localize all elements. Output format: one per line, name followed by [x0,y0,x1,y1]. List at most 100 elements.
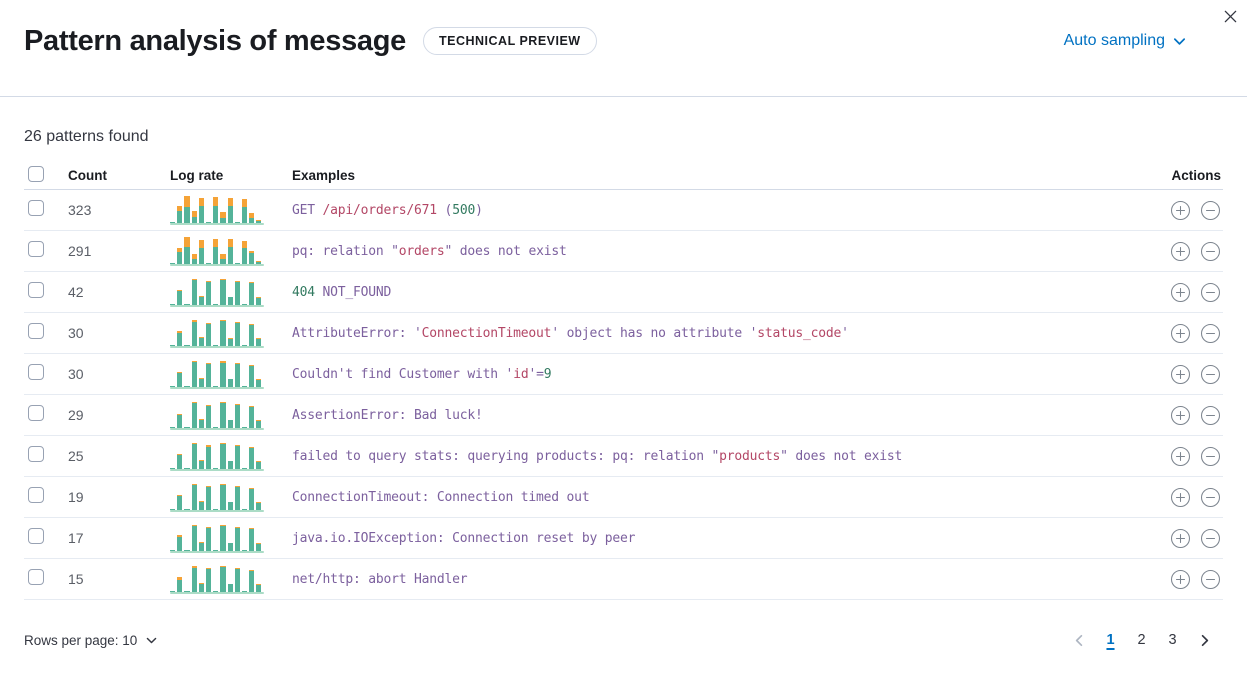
example-text: ConnectionTimeout: Connection timed out [292,489,590,505]
exclude-pattern-button[interactable] [1200,446,1221,467]
plus-in-circle-icon [1170,241,1191,262]
table-row: 291 pq: relation "orders" does not exist [24,231,1223,272]
row-checkbox[interactable] [28,282,44,298]
row-count: 30 [68,366,84,382]
table-row: 17 java.io.IOException: Connection reset… [24,518,1223,559]
row-count: 25 [68,448,84,464]
page-3-button[interactable]: 3 [1160,627,1185,653]
example-text: AttributeError: 'ConnectionTimeout' obje… [292,325,849,341]
example-text: java.io.IOException: Connection reset by… [292,530,636,546]
log-rate-sparkline [170,318,268,348]
exclude-pattern-button[interactable] [1200,282,1221,303]
table-row: 42 404 NOT_FOUND [24,272,1223,313]
log-rate-sparkline [170,277,268,307]
example-text: Couldn't find Customer with 'id'=9 [292,366,552,382]
exclude-pattern-button[interactable] [1200,405,1221,426]
close-icon [1223,9,1238,27]
row-checkbox[interactable] [28,241,44,257]
table-row: 323 GET /api/orders/671 (500) [24,190,1223,231]
minus-in-circle-icon [1200,200,1221,221]
select-all-checkbox[interactable] [28,166,44,182]
column-header-count: Count [68,167,107,183]
plus-in-circle-icon [1170,200,1191,221]
minus-in-circle-icon [1200,487,1221,508]
row-count: 17 [68,530,84,546]
minus-in-circle-icon [1200,569,1221,590]
plus-in-circle-icon [1170,528,1191,549]
patterns-found-summary: 26 patterns found [24,128,149,145]
page-1-button[interactable]: 1 [1098,627,1123,653]
exclude-pattern-button[interactable] [1200,569,1221,590]
row-checkbox[interactable] [28,446,44,462]
log-rate-sparkline [170,482,268,512]
include-pattern-button[interactable] [1170,528,1191,549]
include-pattern-button[interactable] [1170,487,1191,508]
include-pattern-button[interactable] [1170,446,1191,467]
include-pattern-button[interactable] [1170,364,1191,385]
include-pattern-button[interactable] [1170,405,1191,426]
table-header-row: Count Log rate Examples Actions [24,161,1223,190]
column-header-log-rate: Log rate [170,167,224,183]
rows-per-page-button[interactable]: Rows per page: 10 [24,633,158,648]
sampling-dropdown[interactable]: Auto sampling [1058,31,1193,51]
log-rate-sparkline [170,195,268,225]
minus-in-circle-icon [1200,446,1221,467]
row-checkbox[interactable] [28,528,44,544]
plus-in-circle-icon [1170,405,1191,426]
next-page-button[interactable] [1191,627,1217,653]
include-pattern-button[interactable] [1170,323,1191,344]
example-text: 404 NOT_FOUND [292,284,392,300]
table-footer: Rows per page: 10 1 2 3 [24,627,1223,653]
include-pattern-button[interactable] [1170,241,1191,262]
table-row: 25 failed to query stats: querying produ… [24,436,1223,477]
plus-in-circle-icon [1170,364,1191,385]
plus-in-circle-icon [1170,282,1191,303]
plus-in-circle-icon [1170,323,1191,344]
table-row: 30 AttributeError: 'ConnectionTimeout' o… [24,313,1223,354]
flyout-body: 26 patterns found Count Log rate Example… [0,128,1247,653]
table-row: 30 Couldn't find Customer with 'id'=9 [24,354,1223,395]
log-rate-sparkline [170,359,268,389]
previous-page-button[interactable] [1066,627,1092,653]
minus-in-circle-icon [1200,528,1221,549]
page-2-button[interactable]: 2 [1129,627,1154,653]
exclude-pattern-button[interactable] [1200,241,1221,262]
log-rate-sparkline [170,400,268,430]
close-button[interactable] [1217,5,1243,31]
chevron-right-icon [1197,633,1212,648]
page-title: Pattern analysis of message [24,24,406,57]
row-checkbox[interactable] [28,487,44,503]
include-pattern-button[interactable] [1170,569,1191,590]
example-text: net/http: abort Handler [292,571,468,587]
row-checkbox[interactable] [28,405,44,421]
include-pattern-button[interactable] [1170,200,1191,221]
exclude-pattern-button[interactable] [1200,487,1221,508]
pagination: 1 2 3 [1066,627,1217,653]
exclude-pattern-button[interactable] [1200,323,1221,344]
plus-in-circle-icon [1170,446,1191,467]
flyout-header: Pattern analysis of message TECHNICAL PR… [0,0,1247,97]
row-checkbox[interactable] [28,200,44,216]
row-checkbox[interactable] [28,323,44,339]
exclude-pattern-button[interactable] [1200,528,1221,549]
exclude-pattern-button[interactable] [1200,200,1221,221]
log-rate-sparkline [170,441,268,471]
example-text: pq: relation "orders" does not exist [292,243,567,259]
minus-in-circle-icon [1200,323,1221,344]
plus-in-circle-icon [1170,569,1191,590]
row-checkbox[interactable] [28,364,44,380]
column-header-examples: Examples [292,167,356,183]
chevron-down-icon [145,634,158,647]
exclude-pattern-button[interactable] [1200,364,1221,385]
table-row: 15 net/http: abort Handler [24,559,1223,600]
patterns-table-body: 323 GET /api/orders/671 (500) [24,190,1223,600]
include-pattern-button[interactable] [1170,282,1191,303]
table-row: 19 ConnectionTimeout: Connection timed o… [24,477,1223,518]
example-text: GET /api/orders/671 (500) [292,202,483,218]
rows-per-page-label: Rows per page: 10 [24,632,138,648]
patterns-table: Count Log rate Examples Actions 323 GET … [24,161,1223,600]
row-checkbox[interactable] [28,569,44,585]
sampling-dropdown-label: Auto sampling [1063,32,1165,49]
table-row: 29 AssertionError: Bad luck! [24,395,1223,436]
row-count: 323 [68,202,92,218]
